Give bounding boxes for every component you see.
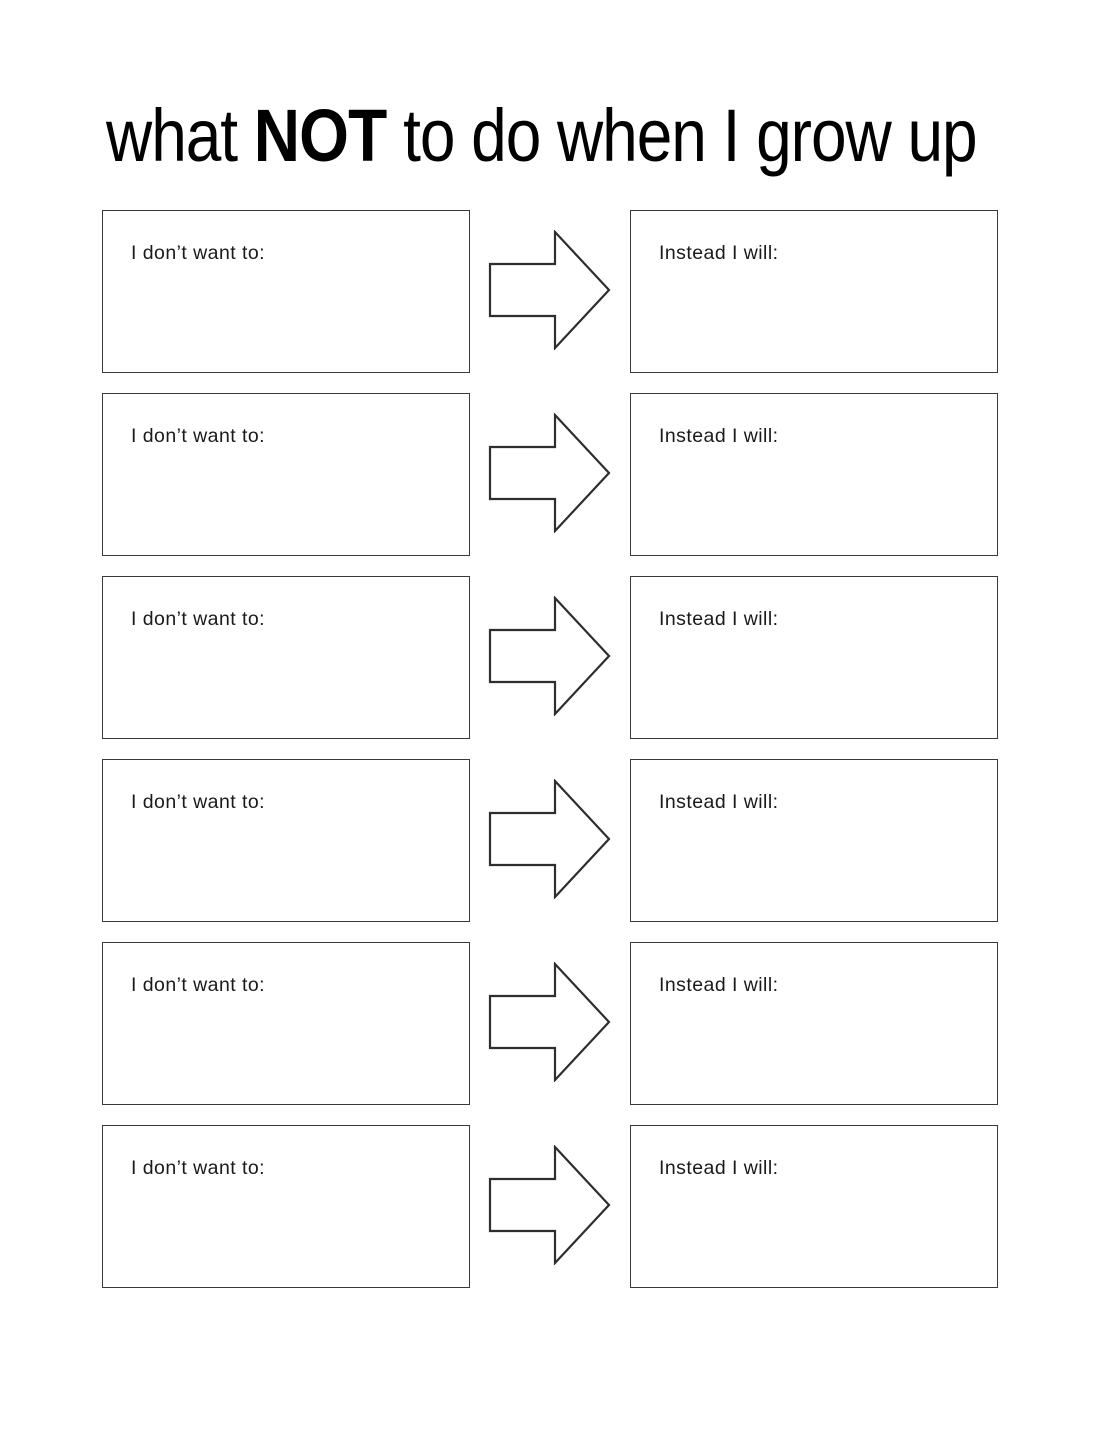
instead-will-label: Instead I will: xyxy=(659,242,779,264)
dont-want-label: I don’t want to: xyxy=(131,791,266,813)
dont-want-label: I don’t want to: xyxy=(131,425,266,447)
dont-want-box[interactable]: I don’t want to: xyxy=(102,1125,470,1288)
dont-want-box[interactable]: I don’t want to: xyxy=(102,393,470,556)
dont-want-box[interactable]: I don’t want to: xyxy=(102,759,470,922)
right-arrow-icon xyxy=(488,413,611,533)
instead-will-label: Instead I will: xyxy=(659,791,779,813)
instead-will-label: Instead I will: xyxy=(659,608,779,630)
instead-will-box[interactable]: Instead I will: xyxy=(630,393,998,556)
worksheet-row: I don’t want to: Instead I will: xyxy=(0,1125,1100,1290)
dont-want-label: I don’t want to: xyxy=(131,608,266,630)
dont-want-box[interactable]: I don’t want to: xyxy=(102,210,470,373)
worksheet-row: I don’t want to: Instead I will: xyxy=(0,576,1100,741)
dont-want-box[interactable]: I don’t want to: xyxy=(102,576,470,739)
instead-will-box[interactable]: Instead I will: xyxy=(630,942,998,1105)
page-title: what NOT to do when I grow up xyxy=(106,94,978,177)
instead-will-box[interactable]: Instead I will: xyxy=(630,576,998,739)
right-arrow-icon xyxy=(488,779,611,899)
worksheet-row: I don’t want to: Instead I will: xyxy=(0,393,1100,558)
dont-want-label: I don’t want to: xyxy=(131,974,266,996)
worksheet-row: I don’t want to: Instead I will: xyxy=(0,942,1100,1107)
page-title-emphasis: NOT xyxy=(253,94,387,177)
instead-will-label: Instead I will: xyxy=(659,1157,779,1179)
page-title-part-before: what xyxy=(106,94,254,177)
instead-will-box[interactable]: Instead I will: xyxy=(630,1125,998,1288)
instead-will-box[interactable]: Instead I will: xyxy=(630,210,998,373)
instead-will-box[interactable]: Instead I will: xyxy=(630,759,998,922)
instead-will-label: Instead I will: xyxy=(659,974,779,996)
page-title-part-after: to do when I grow up xyxy=(386,94,978,177)
right-arrow-icon xyxy=(488,596,611,716)
right-arrow-icon xyxy=(488,1145,611,1265)
right-arrow-icon xyxy=(488,962,611,1082)
dont-want-label: I don’t want to: xyxy=(131,1157,266,1179)
worksheet-row: I don’t want to: Instead I will: xyxy=(0,210,1100,375)
right-arrow-icon xyxy=(488,230,611,350)
instead-will-label: Instead I will: xyxy=(659,425,779,447)
dont-want-label: I don’t want to: xyxy=(131,242,266,264)
dont-want-box[interactable]: I don’t want to: xyxy=(102,942,470,1105)
worksheet-row: I don’t want to: Instead I will: xyxy=(0,759,1100,924)
